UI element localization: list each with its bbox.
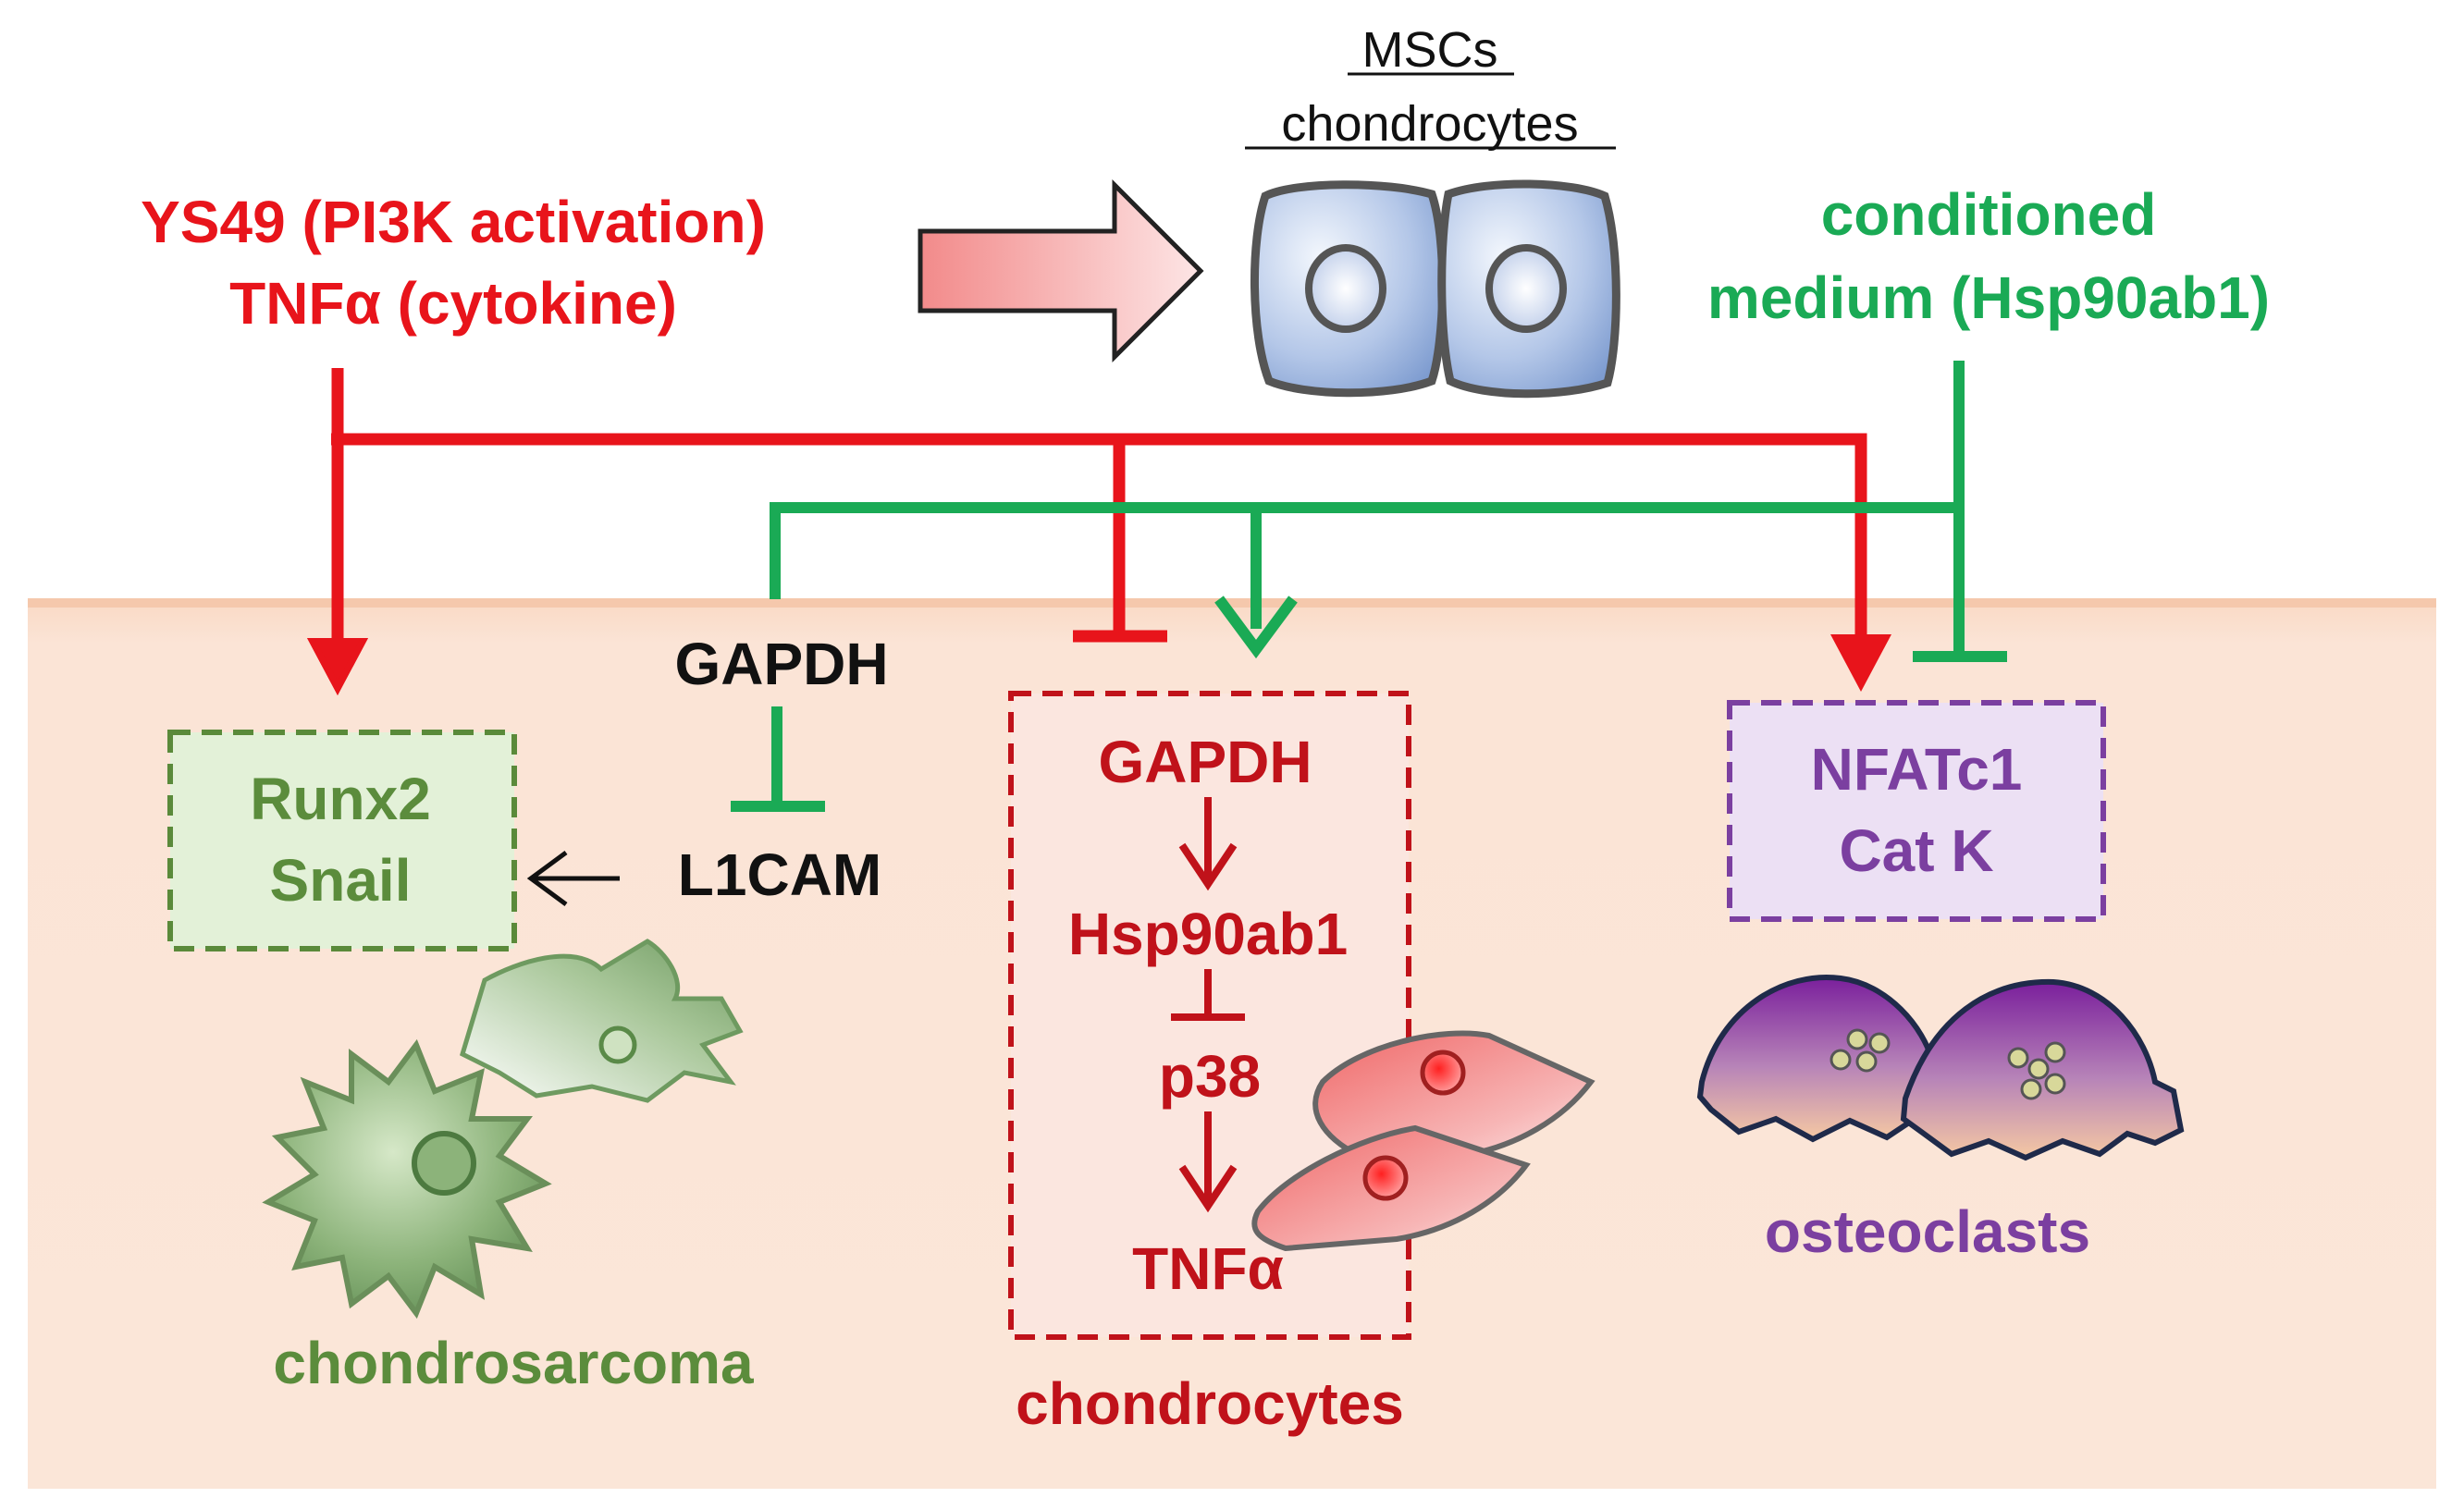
p38-label: p38: [1159, 1043, 1261, 1110]
stimulus-line1: YS49 (PI3K activation): [141, 189, 766, 255]
osteoclasts-label: osteoclasts: [1765, 1198, 2090, 1265]
osteo-nucleus-4: [1868, 1032, 1891, 1054]
p38-tnf-arrowhead: [1178, 1164, 1238, 1213]
osteo-nucleus-3: [1855, 1050, 1878, 1073]
l1cam-arrowhead: [526, 850, 568, 907]
snail-label: Snail: [270, 847, 412, 914]
osteo-nucleus-5: [2007, 1047, 2029, 1069]
msc-cells-icon: [1250, 179, 1620, 399]
conditioned-line2: medium (Hsp90ab1): [1707, 264, 2270, 331]
center-gapdh-label: GAPDH: [1098, 729, 1312, 795]
chondrosarcoma-nucleus: [412, 1131, 476, 1196]
msc-chondrocytes-label: chondrocytes: [1281, 96, 1578, 152]
osteo-nucleus-6: [2027, 1058, 2050, 1080]
osteo-nucleus-1: [1846, 1028, 1868, 1050]
msc-nucleus-left: [1305, 244, 1386, 333]
tnf-label: TNFα: [1132, 1235, 1284, 1302]
hsp90ab1-label: Hsp90ab1: [1068, 901, 1348, 967]
conditioned-line1: conditioned: [1821, 181, 2157, 248]
red-arrowhead-right: [1830, 634, 1891, 692]
stimulus-block-arrow: [918, 178, 1204, 363]
red-arrowhead-left: [307, 638, 368, 695]
stimulus-line2: TNFα (cytokine): [229, 270, 677, 337]
osteo-nucleus-7: [2044, 1041, 2066, 1063]
green-pathway: [731, 361, 2007, 812]
red-arrowhead-left-shape: [307, 638, 368, 695]
msc-label: MSCs: [1362, 22, 1498, 78]
fragment-nucleus: [598, 1025, 637, 1064]
left-gapdh-label: GAPDH: [674, 631, 888, 697]
osteoclast-cells-icon: [1696, 975, 2185, 1161]
red-pathway: [331, 368, 1867, 655]
green-arrowhead-center: [1214, 595, 1298, 659]
l1cam-label: L1CAM: [678, 841, 881, 908]
chondrosarcoma-cell: [262, 1038, 552, 1320]
nfatc1-catk-box: [1727, 700, 2106, 922]
chondrocyte-nucleus-upper: [1420, 1050, 1466, 1096]
fragment-cell: [460, 939, 744, 1103]
chondrosarcoma-label: chondrosarcoma: [273, 1330, 754, 1396]
runx2-snail-box: [167, 730, 517, 951]
chondrocyte-cells-icon: [1251, 1030, 1595, 1252]
osteo-nucleus-8: [2020, 1078, 2042, 1100]
msc-nucleus-right: [1485, 244, 1567, 333]
runx2-label: Runx2: [250, 766, 431, 832]
chondrosarcoma-cells-icon: [262, 939, 744, 1320]
catk-label: Cat K: [1839, 817, 1993, 884]
chondrocytes-label: chondrocytes: [1016, 1370, 1404, 1437]
nfatc1-label: NFATc1: [1811, 736, 2023, 803]
osteo-nucleus-2: [1830, 1049, 1852, 1071]
osteo-nucleus-9: [2044, 1073, 2066, 1095]
gapdh-hsp-arrowhead: [1178, 842, 1238, 891]
red-right-drop: [1854, 433, 1867, 652]
chondrocyte-cell-upper: [1312, 1030, 1595, 1159]
chondrocyte-nucleus-lower: [1362, 1155, 1409, 1201]
